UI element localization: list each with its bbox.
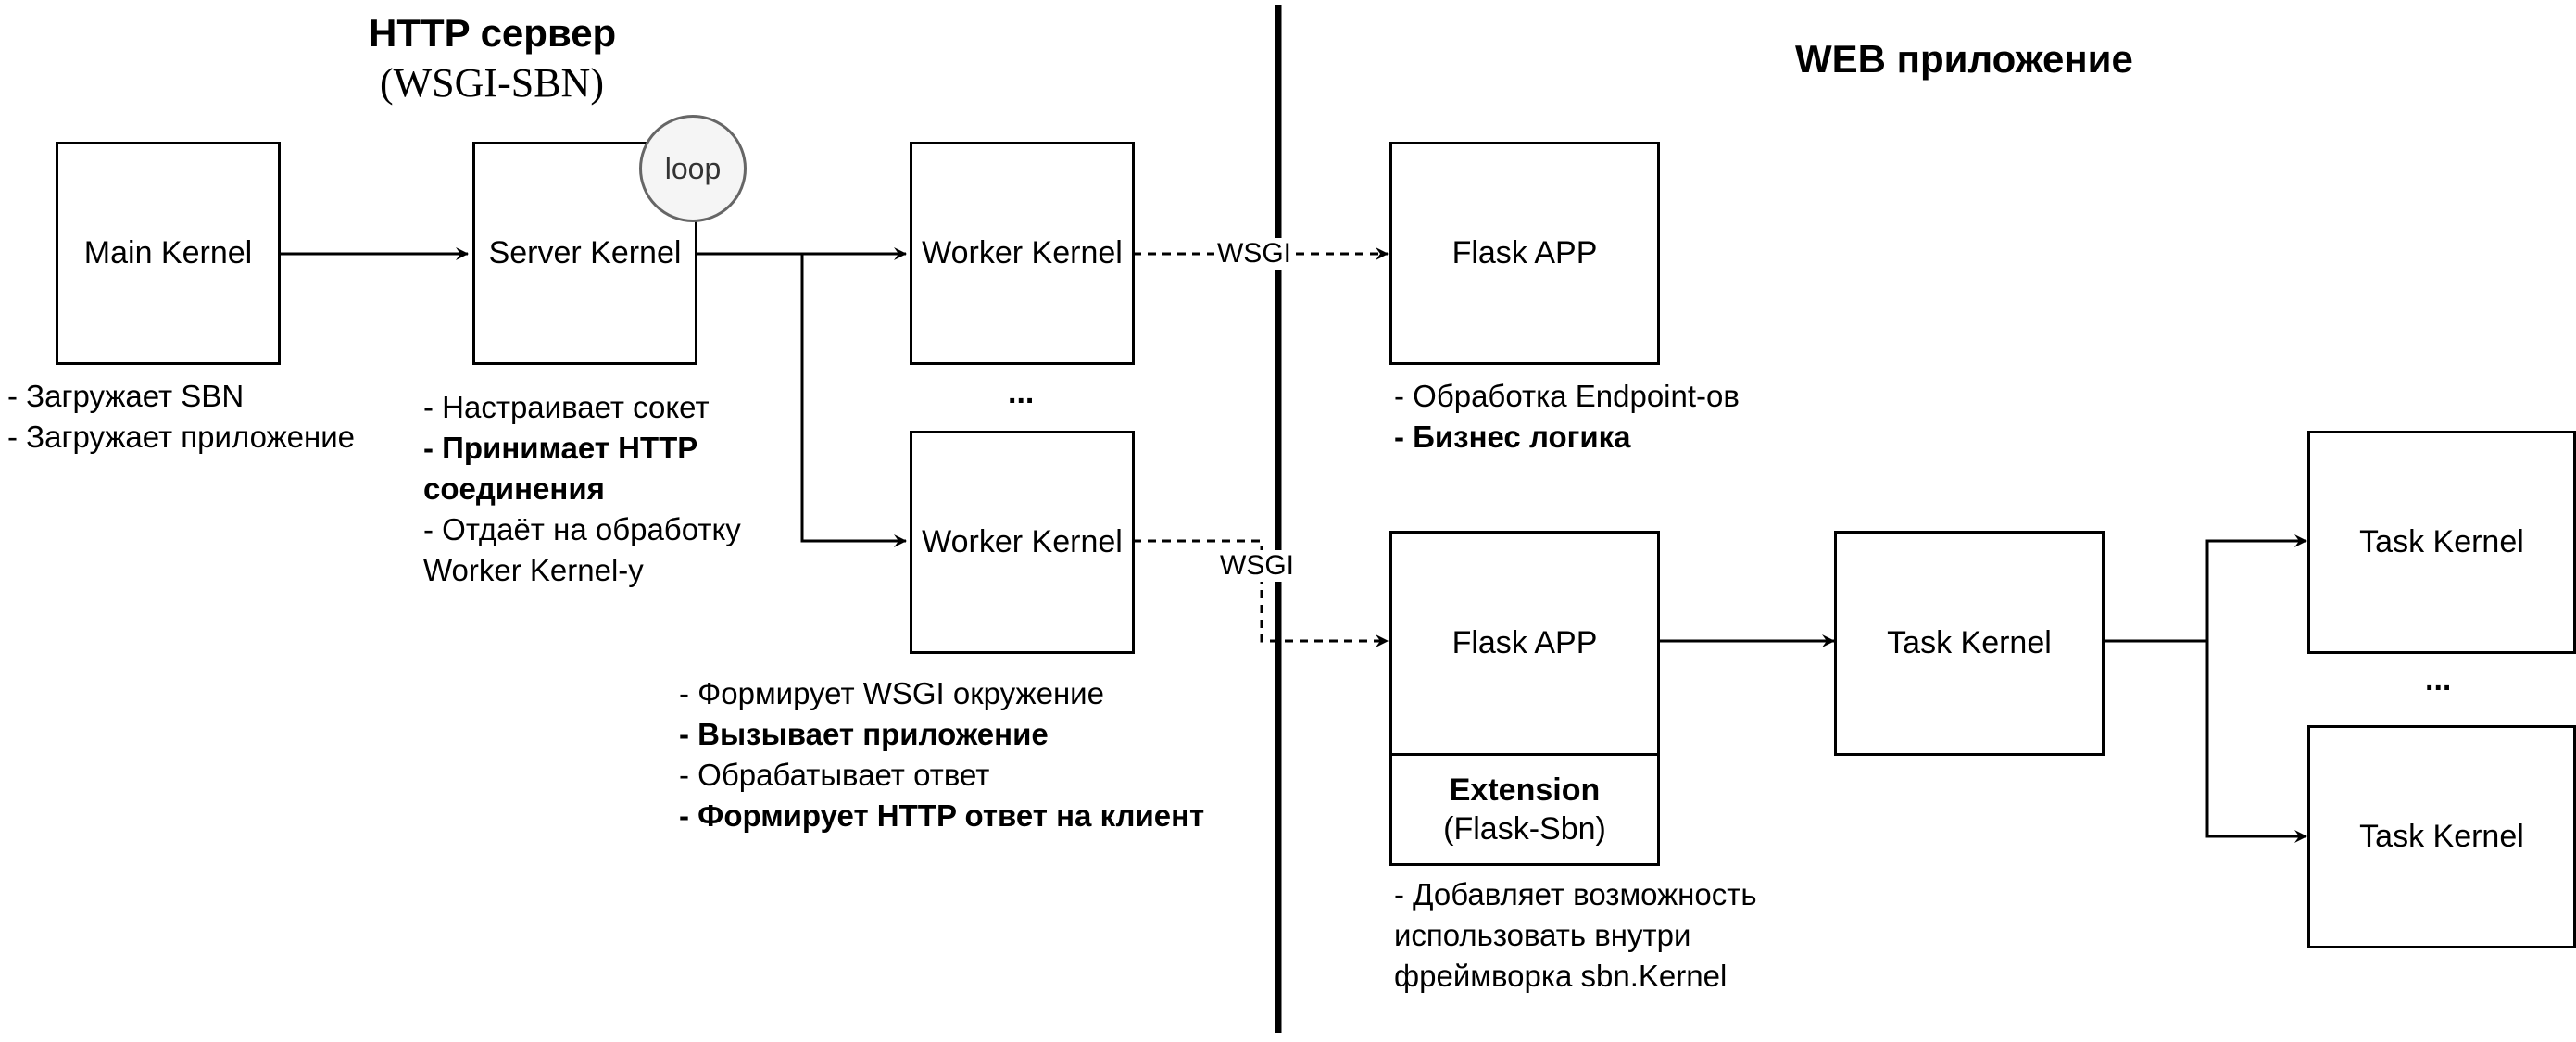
wsgi-label-2: WSGI (1217, 550, 1297, 582)
extension-note-2: использовать внутри (1394, 918, 1691, 952)
server-kernel-label: Server Kernel (488, 235, 682, 270)
flask-app-box-1: Flask APP (1389, 142, 1660, 365)
worker-kernel-label-1: Worker Kernel (922, 235, 1123, 270)
worker-kernel-note-2: - Вызывает приложение (679, 717, 1049, 751)
server-kernel-box: Server Kernel (472, 142, 697, 365)
task-kernel-box-1: Task Kernel (2307, 431, 2576, 654)
worker-kernel-note-4: - Формирует HTTP ответ на клиент (679, 798, 1205, 833)
flask-app-note-2: - Бизнес логика (1394, 420, 1631, 454)
flask-app-notes: - Обработка Endpoint-ов - Бизнес логика (1394, 376, 1740, 458)
main-kernel-note-1: - Загружает SBN (7, 379, 245, 413)
worker-kernel-label-2: Worker Kernel (922, 524, 1123, 559)
server-kernel-note-5: Worker Kernel-у (423, 553, 644, 587)
server-kernel-note-2: - Принимает HTTP (423, 431, 698, 465)
extension-subtitle: (Flask-Sbn) (1443, 811, 1606, 847)
http-server-subtitle: (WSGI-SBN) (380, 60, 604, 106)
edge-worker-2-to-flask-2 (1133, 539, 1389, 647)
main-kernel-notes: - Загружает SBN - Загружает приложение (7, 376, 355, 458)
extension-title: Extension (1449, 772, 1601, 808)
extension-note-1: - Добавляет возможность (1394, 877, 1757, 911)
flask-app-label-1: Flask APP (1451, 235, 1598, 270)
wsgi-label-1: WSGI (1214, 238, 1294, 270)
main-kernel-box: Main Kernel (56, 142, 281, 365)
extension-notes: - Добавляет возможность использовать вну… (1394, 874, 1757, 997)
flask-app-label-2: Flask APP (1451, 625, 1598, 660)
server-kernel-note-1: - Настраивает сокет (423, 390, 710, 424)
web-app-title: WEB приложение (1795, 37, 2133, 81)
worker-kernel-box-2: Worker Kernel (910, 431, 1135, 654)
main-kernel-note-2: - Загружает приложение (7, 420, 356, 454)
http-server-title: HTTP сервер (369, 11, 617, 55)
task-kernel-label-main: Task Kernel (1887, 625, 2052, 660)
worker-kernel-note-1: - Формирует WSGI окружение (679, 676, 1104, 710)
extension-box: Extension (Flask-Sbn) (1389, 756, 1660, 866)
server-kernel-note-3: соединения (423, 471, 605, 506)
worker-kernel-note-3: - Обрабатывает ответ (679, 758, 990, 792)
main-kernel-label: Main Kernel (83, 235, 253, 270)
task-kernel-label-1: Task Kernel (2359, 524, 2524, 559)
loop-label: loop (664, 151, 722, 185)
flask-app-note-1: - Обработка Endpoint-ов (1394, 379, 1740, 413)
edge-server-to-worker-2 (800, 254, 907, 547)
server-kernel-notes: - Настраивает сокет - Принимает HTTP сое… (423, 387, 741, 591)
workers-ellipsis: ... (1008, 375, 1035, 410)
task-kernel-box-main: Task Kernel (1834, 531, 2105, 756)
task-kernel-label-2: Task Kernel (2359, 819, 2524, 854)
server-kernel-note-4: - Отдаёт на обработку (423, 512, 741, 546)
worker-kernel-box-1: Worker Kernel (910, 142, 1135, 365)
loop-circle: loop (639, 115, 747, 222)
worker-kernel-notes: - Формирует WSGI окружение - Вызывает пр… (679, 673, 1204, 836)
flask-app-box-2: Flask APP (1389, 531, 1660, 756)
edge-task-to-task-2 (2205, 641, 2307, 843)
edge-task-to-task-1 (2103, 534, 2307, 643)
task-kernel-box-2: Task Kernel (2307, 725, 2576, 948)
extension-note-3: фреймворка sbn.Kernel (1394, 959, 1728, 993)
tasks-ellipsis: ... (2425, 662, 2452, 697)
